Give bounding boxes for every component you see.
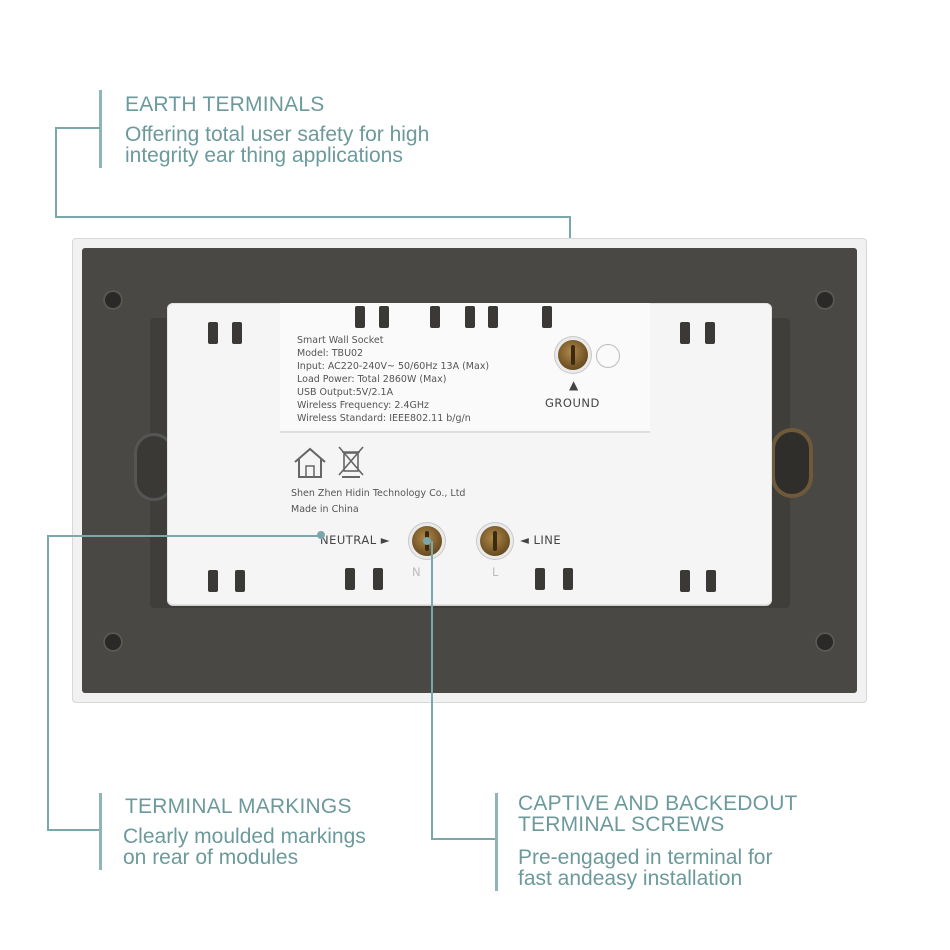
vent-slot xyxy=(345,568,355,590)
earth-symbol-icon xyxy=(596,344,620,368)
mounting-hole-top-right xyxy=(815,290,835,310)
vent-slot xyxy=(355,306,365,328)
earth-callout-desc-1: Offering total user safety for high xyxy=(125,123,430,146)
side-slot-right xyxy=(775,432,809,494)
captive-callout-bar xyxy=(495,793,498,891)
captive-callout-desc-2: fast andeasy installation xyxy=(518,867,743,890)
vent-slot xyxy=(680,570,690,592)
side-slot-left xyxy=(137,436,171,498)
captive-callout-desc-1: Pre-engaged in terminal for xyxy=(518,846,773,869)
vent-slot xyxy=(542,306,552,328)
label-line-3: Input: AC220-240V~ 50/60Hz 13A (Max) xyxy=(297,361,490,372)
neutral-label: NEUTRAL ► xyxy=(320,533,391,547)
house-icon xyxy=(294,447,326,478)
captive-callout-title-1: CAPTIVE AND BACKEDOUT xyxy=(518,792,798,815)
earth-callout-desc-2: integrity ear thing applications xyxy=(125,144,403,167)
markings-callout-bar xyxy=(99,793,102,870)
vent-slot xyxy=(208,570,218,592)
vent-slot xyxy=(706,570,716,592)
markings-leader-v xyxy=(47,535,49,830)
earth-leader-h2 xyxy=(55,216,570,218)
earth-callout-title: EARTH TERMINALS xyxy=(125,93,325,116)
label-line-5: USB Output:5V/2.1A xyxy=(297,387,394,398)
ground-arrow: ▲ xyxy=(569,378,579,392)
mounting-hole-bottom-right xyxy=(815,632,835,652)
captive-leader-v xyxy=(431,541,433,839)
label-line-1: Smart Wall Socket xyxy=(297,335,384,346)
earth-leader-h1 xyxy=(55,127,100,129)
vent-slot xyxy=(373,568,383,590)
vent-slot xyxy=(379,306,389,328)
earth-callout-bar xyxy=(99,90,102,168)
ground-terminal-screw xyxy=(558,340,588,370)
vent-slot xyxy=(430,306,440,328)
vent-slot xyxy=(465,306,475,328)
markings-callout-title: TERMINAL MARKINGS xyxy=(125,795,352,818)
n-mark: N xyxy=(412,565,422,579)
crossed-bin-icon xyxy=(338,446,364,478)
vent-slot xyxy=(208,322,218,344)
line-label: ◄ LINE xyxy=(520,533,562,547)
label-line-7: Wireless Standard: IEEE802.11 b/g/n xyxy=(297,413,471,424)
mounting-hole-bottom-left xyxy=(103,632,123,652)
l-mark: L xyxy=(492,565,499,579)
vent-slot xyxy=(680,322,690,344)
ground-label: GROUND xyxy=(545,396,600,410)
made-in: Made in China xyxy=(291,504,359,515)
markings-leader-dot xyxy=(317,531,325,539)
mounting-hole-top-left xyxy=(103,290,123,310)
vent-slot xyxy=(535,568,545,590)
manufacturer-name: Shen Zhen Hidin Technology Co., Ltd xyxy=(291,488,466,499)
vent-slot xyxy=(705,322,715,344)
label-line-2: Model: TBU02 xyxy=(297,348,364,359)
vent-slot xyxy=(563,568,573,590)
markings-leader-h2 xyxy=(47,829,101,831)
captive-leader-h xyxy=(431,838,497,840)
vent-slot xyxy=(488,306,498,328)
vent-slot xyxy=(235,570,245,592)
line-terminal-screw xyxy=(480,526,510,556)
markings-callout-desc-2: on rear of modules xyxy=(123,846,299,869)
earth-leader-v1 xyxy=(55,127,57,217)
vent-slot xyxy=(232,322,242,344)
label-line-6: Wireless Frequency: 2.4GHz xyxy=(297,400,429,411)
markings-leader-h1 xyxy=(47,535,321,537)
label-line-4: Load Power: Total 2860W (Max) xyxy=(297,374,447,385)
captive-callout-title-2: TERMINAL SCREWS xyxy=(518,813,725,836)
markings-callout-desc-1: Clearly moulded markings xyxy=(123,825,366,848)
captive-leader-dot xyxy=(423,537,431,545)
